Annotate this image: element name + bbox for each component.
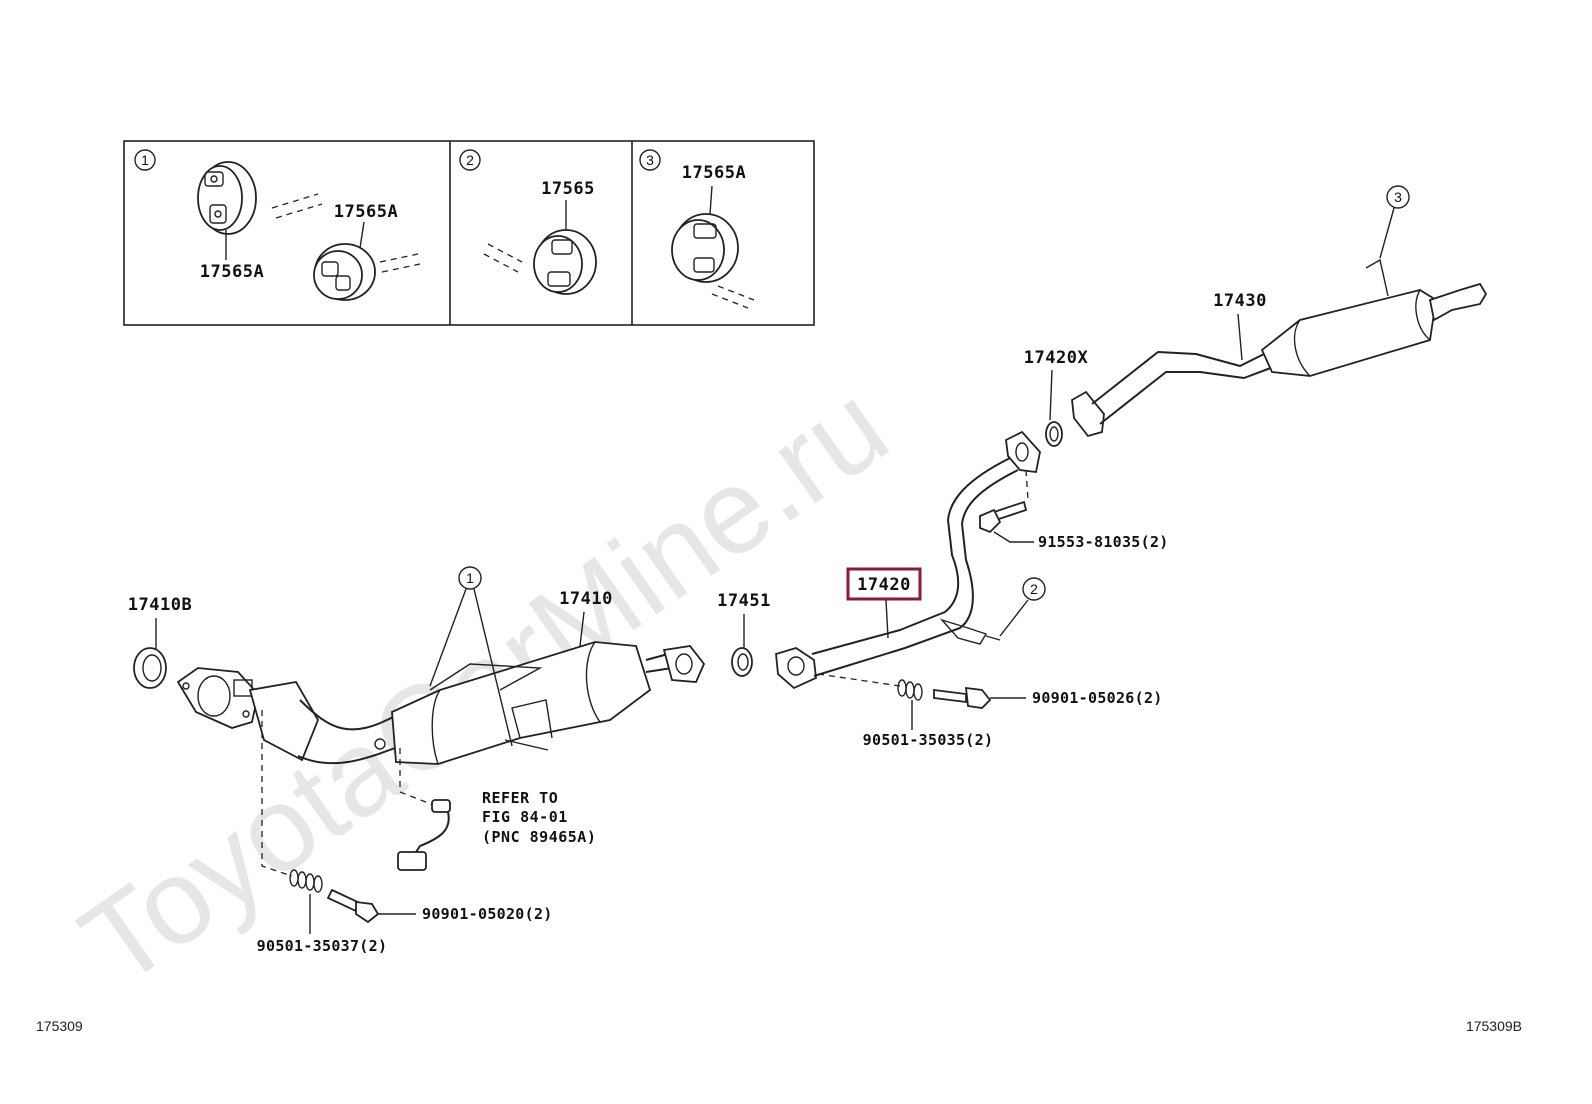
- panel-2-label: 17565: [541, 179, 595, 199]
- callout-1: 1: [466, 570, 474, 586]
- rubber-hanger-icon: [197, 161, 257, 235]
- leader: [1237, 313, 1243, 361]
- leader: [473, 588, 513, 747]
- outlet-flange: [645, 645, 706, 683]
- label-17430: 17430: [1213, 291, 1267, 311]
- callout-3: 3: [1394, 189, 1402, 205]
- rubber-hanger-icon: [533, 229, 597, 295]
- gasket-17410B: [133, 647, 167, 689]
- label-17410B: 17410B: [128, 595, 192, 615]
- center-exhaust-assembly: 17451 17420 2: [717, 348, 1168, 749]
- inset-frame: [123, 140, 815, 326]
- panel-2-index: 2: [466, 152, 474, 168]
- manifold-flange: [176, 667, 259, 729]
- callout-2-circle: [1022, 577, 1046, 601]
- spring-icon: [897, 679, 923, 701]
- leader: [993, 531, 1034, 543]
- front-exhaust-assembly: 17410B: [128, 566, 706, 955]
- figure-code-left: 175309: [36, 1018, 83, 1034]
- hanger-rod-icon: [379, 253, 421, 273]
- callout-2: 2: [1030, 581, 1038, 597]
- panel-2-index-circle: [459, 149, 481, 171]
- pipe-segment: [299, 699, 396, 731]
- rubber-hanger-icon: [671, 213, 739, 283]
- bolt-guide: [261, 710, 293, 877]
- hanger-rod-icon: [271, 193, 323, 219]
- panel-1-index-circle: [134, 149, 156, 171]
- leader: [1379, 207, 1395, 259]
- center-pipe-flange: [1005, 430, 1041, 473]
- rubber-hanger-icon: [313, 243, 376, 301]
- bolt-guide: [817, 673, 901, 687]
- note-line-1: REFER TO: [482, 789, 558, 807]
- gasket-17420X: [1045, 421, 1063, 447]
- oxygen-sensor-icon: [397, 799, 451, 871]
- hanger-inset: 1 17565A 17565A: [123, 140, 815, 326]
- label-90901-05020: 90901-05020(2): [422, 905, 553, 923]
- inset-panel-3: 3 17565A: [639, 149, 755, 309]
- panel-1-label-a: 17565A: [200, 262, 264, 282]
- bolt-icon: [933, 686, 992, 709]
- callout-1-circle: [458, 566, 482, 590]
- bolt-guide: [1025, 469, 1029, 501]
- hanger-rod-icon: [483, 243, 523, 273]
- leader: [359, 221, 365, 249]
- leader: [1049, 369, 1053, 421]
- rear-muffler-assembly: 17430 3: [1071, 185, 1488, 438]
- panel-1-label-b: 17565A: [334, 202, 398, 222]
- inset-panel-1: 1 17565A 17565A: [134, 149, 421, 301]
- label-90501-35035: 90501-35035(2): [863, 731, 994, 749]
- panel-3-index: 3: [646, 152, 654, 168]
- label-90501-35037: 90501-35037(2): [257, 937, 388, 955]
- leader: [999, 599, 1029, 637]
- panel-3-label: 17565A: [682, 163, 746, 183]
- gasket-17451: [731, 647, 753, 677]
- bolt-icon: [326, 888, 380, 924]
- note-line-2: FIG 84-01: [482, 808, 568, 826]
- sensor-guide: [399, 748, 437, 807]
- label-17420X: 17420X: [1024, 348, 1089, 368]
- callout-3-circle: [1386, 185, 1410, 209]
- inset-panel-2: 2 17565: [459, 149, 597, 295]
- label-17420[interactable]: 17420: [857, 575, 911, 595]
- leader: [709, 185, 713, 215]
- leader: [579, 611, 585, 647]
- spring-icon: [289, 869, 323, 893]
- figure-code-right: 175309B: [1466, 1018, 1522, 1034]
- center-pipe-17420: [775, 457, 1019, 690]
- leader: [429, 588, 467, 687]
- bolt-icon: [979, 500, 1028, 534]
- label-91553-81035: 91553-81035(2): [1038, 533, 1169, 551]
- label-17451: 17451: [717, 591, 771, 611]
- hanger-rod-icon: [711, 285, 755, 309]
- tail-pipe-17430: [1071, 258, 1488, 438]
- pipe-segment: [297, 745, 401, 765]
- note-line-3: (PNC 89465A): [482, 828, 596, 846]
- panel-3-index-circle: [639, 149, 661, 171]
- leader: [885, 599, 889, 639]
- label-17410: 17410: [559, 589, 613, 609]
- catalytic-converter-17410: [374, 641, 652, 765]
- highlight-box: [846, 567, 922, 601]
- panel-1-index: 1: [141, 152, 149, 168]
- label-90901-05026: 90901-05026(2): [1032, 689, 1163, 707]
